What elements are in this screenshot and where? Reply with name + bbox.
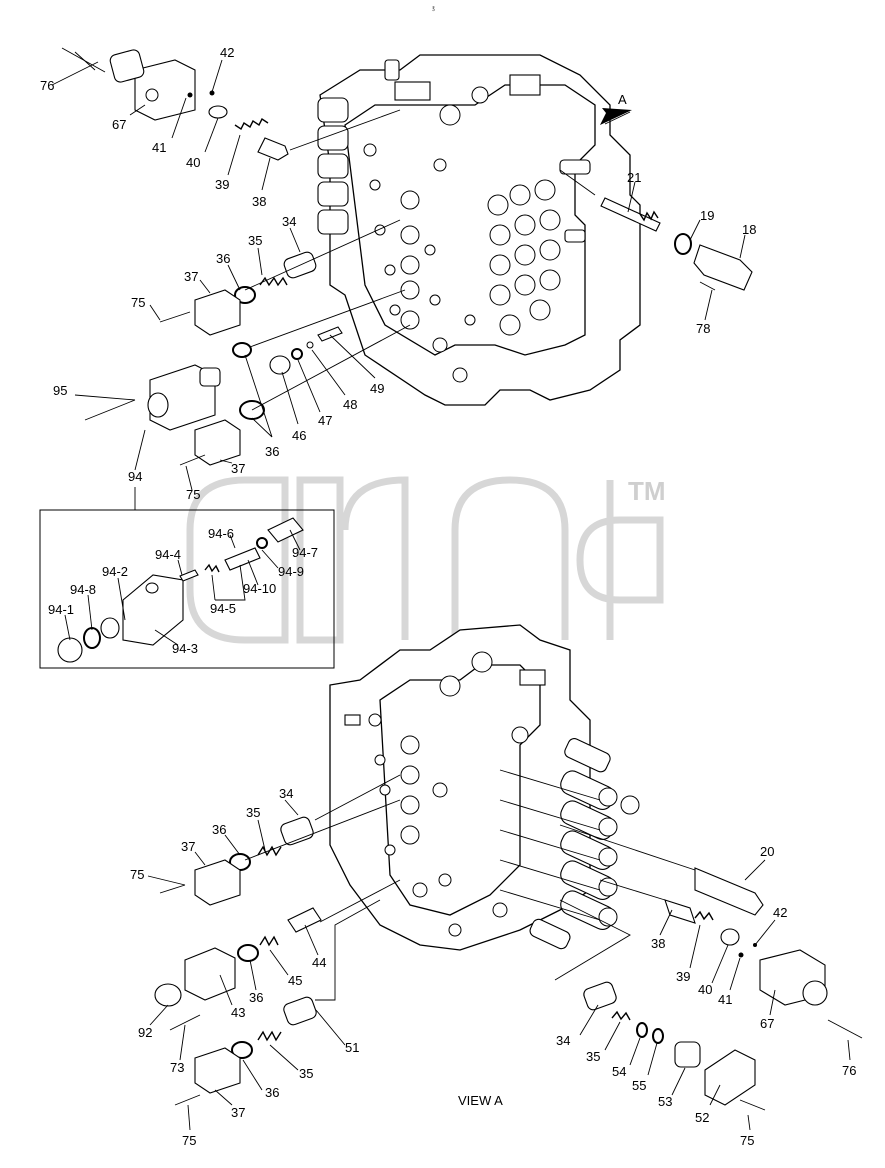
upper-plug-spring-piston	[208, 105, 289, 161]
label-36-bottom: 36	[265, 1085, 279, 1100]
label-41-lower: 41	[718, 992, 732, 1007]
label-94: 94	[128, 469, 142, 484]
label-94-2: 94-2	[102, 564, 128, 579]
lower-block-holes	[368, 713, 529, 937]
upper-cover-37-lower	[179, 419, 241, 466]
label-48: 48	[343, 397, 357, 412]
label-94-6: 94-6	[208, 526, 234, 541]
upper-sleeve-spring-oring-cover	[159, 251, 317, 336]
label-39-upper: 39	[215, 177, 229, 192]
label-18: 18	[742, 222, 756, 237]
label-67-upper: 67	[112, 117, 126, 132]
label-44: 44	[312, 955, 326, 970]
detail-box-94	[39, 509, 335, 669]
view-a-caption: VIEW A	[458, 1093, 503, 1108]
label-94-4: 94-4	[155, 547, 181, 562]
label-37-bottom: 37	[231, 1105, 245, 1120]
lower-spool-caps	[529, 738, 640, 950]
label-36-upper: 36	[216, 251, 230, 266]
label-95: 95	[53, 383, 67, 398]
label-67-lower: 67	[760, 1016, 774, 1031]
label-49: 49	[370, 381, 384, 396]
solenoid-valve-67-upper	[61, 47, 215, 121]
label-35-lower: 35	[246, 805, 260, 820]
right-spool-21-18	[600, 197, 753, 291]
label-37-mid: 37	[231, 461, 245, 476]
label-42-upper: 42	[220, 45, 234, 60]
label-34-upper: 34	[282, 214, 296, 229]
label-39-lower: 39	[676, 969, 690, 984]
label-40-lower: 40	[698, 982, 712, 997]
upper-main-control-valve	[317, 54, 641, 406]
label-34-lower: 34	[279, 786, 293, 801]
label-94-10: 94-10	[243, 581, 276, 596]
solenoid-94-assembly	[84, 326, 343, 431]
part-labels: A 76 42 67 41 40 39 38 21 19 18 78 34 35…	[40, 45, 856, 1148]
lower-left-parts-group	[154, 907, 322, 1106]
lower-main-control-valve	[329, 624, 640, 951]
label-75-bottom-right: 75	[740, 1133, 754, 1148]
watermark-tm: TM	[628, 476, 666, 506]
label-75-upper: 75	[131, 295, 145, 310]
label-53: 53	[658, 1094, 672, 1109]
label-41-upper: 41	[152, 140, 166, 155]
label-55: 55	[632, 1078, 646, 1093]
top-mark: ℥ ⁢	[432, 6, 436, 12]
label-46: 46	[292, 428, 306, 443]
label-75-bottom: 75	[182, 1133, 196, 1148]
bottom-middle-parts-group	[583, 981, 766, 1111]
lower-right-parts-group	[664, 867, 863, 1039]
label-36-lower: 36	[212, 822, 226, 837]
label-21: 21	[627, 170, 641, 185]
label-38-upper: 38	[252, 194, 266, 209]
label-94-3: 94-3	[172, 641, 198, 656]
label-36-mid: 36	[265, 444, 279, 459]
watermark-logo: TM	[186, 476, 666, 644]
label-92: 92	[138, 1025, 152, 1040]
label-51: 51	[345, 1040, 359, 1055]
label-76-upper: 76	[40, 78, 54, 93]
label-52: 52	[695, 1110, 709, 1125]
label-20: 20	[760, 844, 774, 859]
label-73: 73	[170, 1060, 184, 1075]
label-35-bottom-right: 35	[586, 1049, 600, 1064]
label-94-8: 94-8	[70, 582, 96, 597]
upper-right-fittings	[487, 159, 591, 336]
label-94-7: 94-7	[292, 545, 318, 560]
label-78: 78	[696, 321, 710, 336]
upper-block-holes	[363, 143, 476, 383]
label-37-lower: 37	[181, 839, 195, 854]
label-43: 43	[231, 1005, 245, 1020]
label-38-lower: 38	[651, 936, 665, 951]
label-35-upper: 35	[248, 233, 262, 248]
label-35-bottom: 35	[299, 1066, 313, 1081]
label-40-upper: 40	[186, 155, 200, 170]
label-45: 45	[288, 973, 302, 988]
label-19: 19	[700, 208, 714, 223]
lower-sleeve-spring-oring-cover	[159, 816, 314, 906]
label-54: 54	[612, 1064, 626, 1079]
label-37-upper: 37	[184, 269, 198, 284]
label-47: 47	[318, 413, 332, 428]
label-36-lower-2: 36	[249, 990, 263, 1005]
label-94-1: 94-1	[48, 602, 74, 617]
label-94-9: 94-9	[278, 564, 304, 579]
view-a-arrow	[600, 108, 632, 125]
label-76-lower: 76	[842, 1063, 856, 1078]
arrow-a-label: A	[618, 92, 627, 107]
label-34-bottom: 34	[556, 1033, 570, 1048]
label-75-lower: 75	[130, 867, 144, 882]
label-42-lower: 42	[773, 905, 787, 920]
label-75-mid: 75	[186, 487, 200, 502]
leader-lines	[51, 59, 851, 1131]
upper-left-spool-caps	[317, 97, 349, 235]
label-94-5: 94-5	[210, 601, 236, 616]
